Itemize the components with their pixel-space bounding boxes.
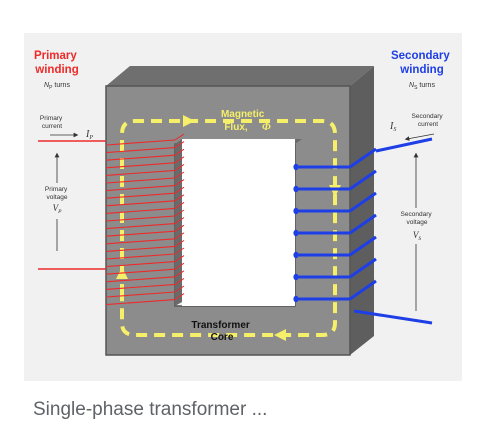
secondary-turn-side: [349, 147, 377, 169]
magnetic-flux-path: [120, 119, 337, 337]
primary-voltage-symbol: VP: [53, 203, 63, 215]
secondary-voltage-label: Secondary voltage: [401, 211, 434, 226]
flux-arrow-bottom: [274, 329, 286, 341]
secondary-turn-side: [349, 213, 377, 235]
flux-arrow-top: [183, 115, 195, 127]
primary-turn-back: [174, 141, 185, 149]
primary-turn: [105, 162, 176, 169]
secondary-turn-end: [293, 185, 299, 193]
primary-turn: [105, 200, 176, 207]
secondary-voltage-label-bg: [393, 208, 441, 244]
secondary-turn-side: [349, 257, 377, 279]
core-top-face: [106, 66, 374, 86]
primary-turn-back: [174, 201, 185, 209]
primary-turn: [105, 215, 176, 222]
secondary-current-symbol: IS: [389, 121, 396, 133]
primary-voltage-label: Primary voltage: [45, 186, 69, 201]
primary-turn: [105, 192, 176, 199]
primary-winding-title: Primary winding: [34, 50, 80, 76]
image-card[interactable]: Primary winding NP turns Primary current…: [24, 33, 462, 381]
primary-turn: [105, 291, 176, 298]
secondary-turn-end: [293, 229, 299, 237]
primary-turn: [105, 261, 176, 268]
primary-turn: [105, 169, 176, 176]
secondary-winding-title: Secondary winding: [391, 50, 453, 76]
secondary-lead-top: [375, 137, 433, 153]
primary-turn: [105, 299, 176, 306]
secondary-current-label: Secondary current: [412, 113, 445, 128]
primary-turn-back: [174, 232, 185, 240]
secondary-voltage-symbol: VS: [413, 230, 422, 242]
primary-turn: [105, 177, 176, 184]
secondary-current-arrow: [404, 133, 435, 141]
primary-turn-back: [174, 148, 185, 156]
primary-turn: [105, 283, 176, 290]
primary-turn-back: [174, 194, 185, 202]
secondary-turn-side: [349, 191, 377, 213]
primary-turn: [105, 154, 176, 161]
secondary-turn-end: [293, 163, 299, 171]
primary-turns-label: NP turns: [44, 82, 70, 91]
transformer-diagram: Primary winding NP turns Primary current…: [34, 50, 453, 356]
primary-turn-back: [174, 239, 185, 247]
primary-turn-back: [174, 285, 185, 293]
magnetic-flux-symbol: Φ: [262, 121, 271, 133]
image-caption[interactable]: Single-phase transformer ...: [33, 399, 268, 420]
primary-turn-back: [174, 255, 185, 263]
primary-turn: [105, 276, 176, 283]
primary-turn-back: [174, 179, 185, 187]
primary-turn-back: [174, 262, 185, 270]
primary-current-symbol: IP: [85, 129, 93, 141]
primary-turn: [105, 207, 176, 214]
primary-turn: [105, 230, 176, 237]
primary-voltage-label-bg: [36, 183, 78, 219]
primary-turn-back: [174, 171, 185, 179]
secondary-lead-bottom: [353, 309, 433, 325]
primary-turn: [105, 185, 176, 192]
primary-current-label: Primary current: [40, 115, 64, 130]
primary-turn: [105, 223, 176, 230]
primary-turn-back: [174, 293, 185, 301]
primary-turn-back: [174, 277, 185, 285]
secondary-turn-side: [349, 169, 377, 191]
magnetic-flux-label: Magnetic Flux,: [221, 109, 267, 133]
primary-turn-back: [174, 133, 185, 141]
primary-turn: [105, 147, 176, 154]
secondary-turn-end: [293, 251, 299, 259]
primary-turn-back: [174, 209, 185, 217]
primary-turn: [105, 253, 176, 260]
core-window: [182, 139, 295, 306]
secondary-turn-end: [293, 207, 299, 215]
primary-winding-coil: [105, 133, 185, 306]
secondary-turn-side: [349, 279, 377, 301]
primary-turn-back: [174, 186, 185, 194]
primary-turn-back: [174, 217, 185, 225]
secondary-winding-coil: [293, 147, 377, 303]
core-right-face: [350, 66, 374, 355]
transformer-core-label: Transformer Core: [191, 320, 252, 343]
secondary-turn-end: [293, 273, 299, 281]
core-window-left-depth: [175, 139, 182, 306]
secondary-turn-end: [293, 295, 299, 303]
primary-turn: [105, 238, 176, 245]
primary-turn-back: [174, 163, 185, 171]
primary-turn: [105, 139, 176, 146]
primary-turn: [105, 245, 176, 252]
primary-turn: [105, 268, 176, 275]
secondary-turn-side: [349, 235, 377, 257]
primary-turn-back: [174, 224, 185, 232]
primary-turn-back: [174, 270, 185, 278]
primary-turn-back: [174, 247, 185, 255]
secondary-turns-label: NS turns: [409, 82, 435, 91]
primary-turn-back: [174, 156, 185, 164]
